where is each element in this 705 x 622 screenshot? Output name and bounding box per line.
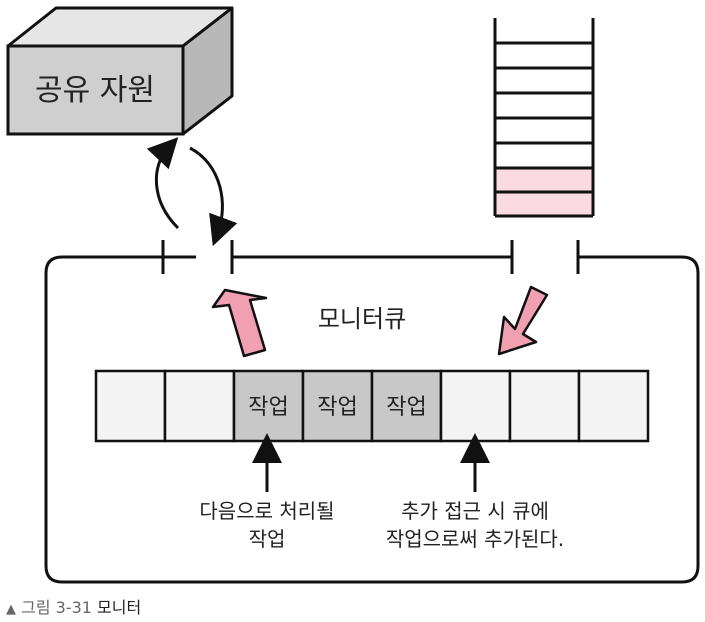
queue-task-label: 작업 — [317, 395, 357, 420]
queue-cell-empty — [163, 369, 236, 443]
queue-cell-empty — [94, 369, 167, 443]
figure-caption: ▲ 그림 3-31 모니터 — [6, 594, 141, 618]
queue-task-label: 작업 — [248, 395, 288, 420]
access-arrow-down — [189, 146, 238, 247]
queue-task-label: 작업 — [386, 395, 426, 420]
pink-arrow-out — [211, 288, 268, 358]
queue-cell-empty — [577, 369, 650, 443]
monitor-queue: 작업 작업 작업 — [94, 369, 650, 443]
add-task-line1: 추가 접근 시 큐에 — [401, 499, 549, 523]
caption-title: 모니터 — [97, 598, 142, 617]
queue-cell-empty — [508, 369, 581, 443]
shared-resource-box: 공유 자원 — [6, 6, 234, 136]
caption-marker-icon: ▲ — [6, 602, 16, 617]
incoming-stack — [493, 18, 595, 218]
next-task-line2: 작업 — [249, 527, 286, 551]
add-task-line2: 작업으로써 추가된다. — [386, 527, 564, 551]
access-arrow-up — [146, 137, 180, 230]
monitor-queue-label: 모니터큐 — [318, 305, 406, 333]
pink-arrow-in — [497, 285, 549, 356]
shared-resource-label: 공유 자원 — [35, 73, 155, 108]
caption-figure-number: 그림 3-31 — [21, 598, 92, 617]
next-task-line1: 다음으로 처리될 — [199, 499, 334, 523]
queue-cell-empty — [439, 369, 512, 443]
queue-cell-task — [232, 369, 305, 443]
monitor-container — [44, 255, 700, 584]
